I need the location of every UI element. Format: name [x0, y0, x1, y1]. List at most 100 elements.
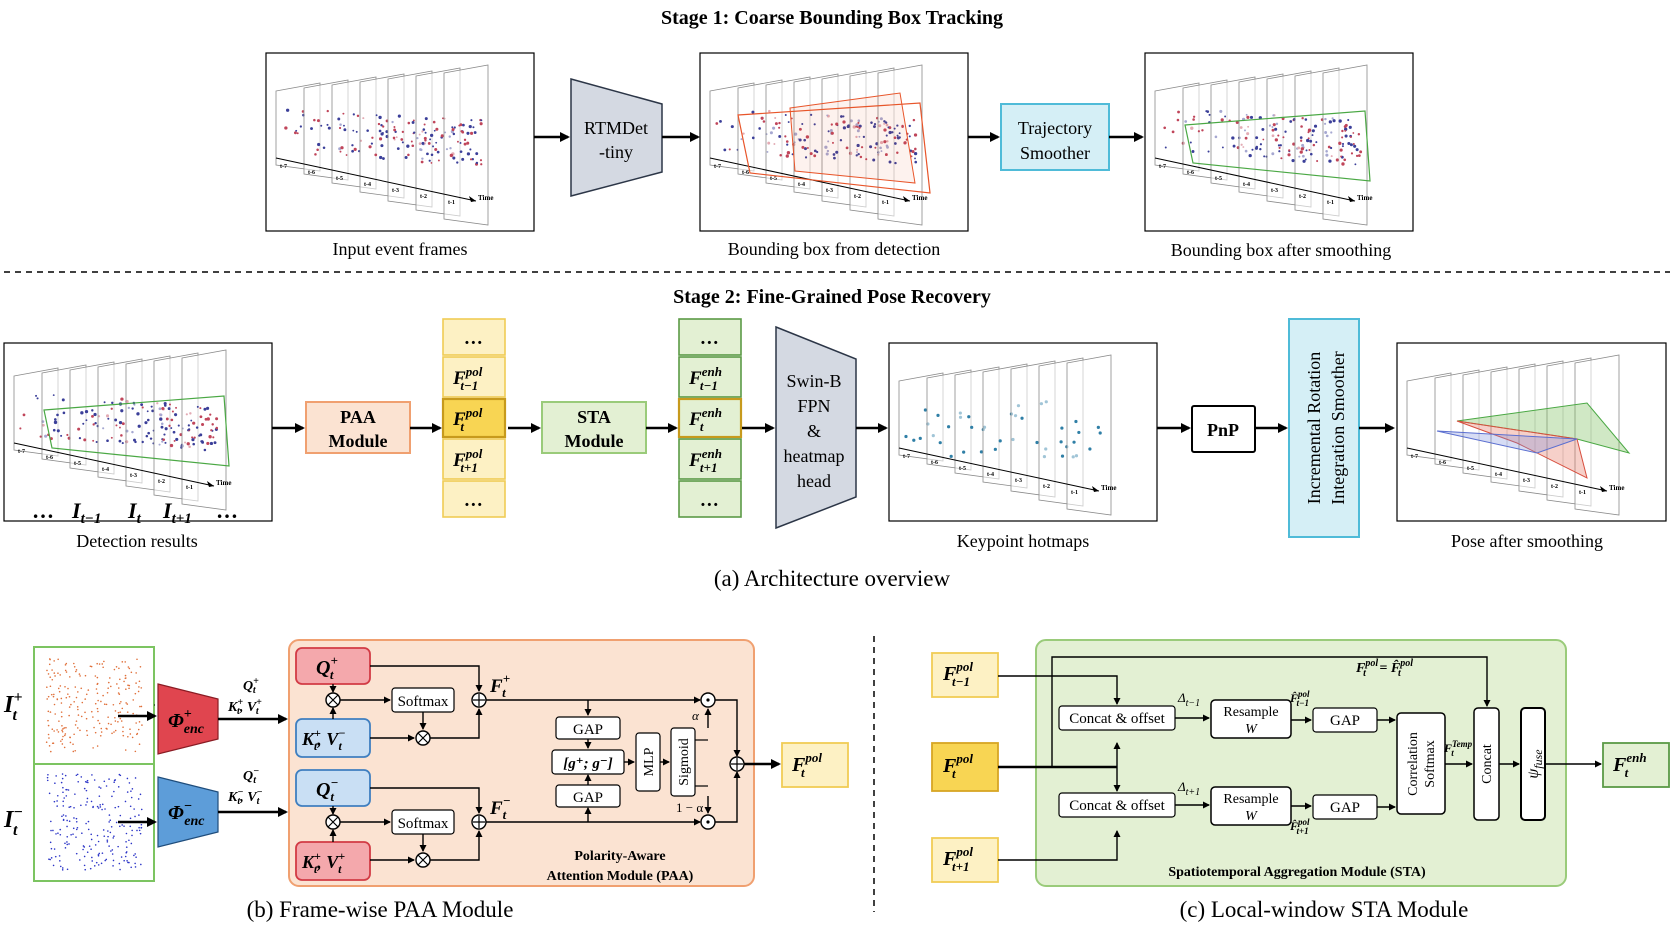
time-tick-label: t-3	[392, 188, 399, 194]
event-dot	[873, 122, 877, 126]
event-point	[97, 719, 99, 722]
event-point	[107, 681, 110, 684]
event-point	[114, 729, 117, 732]
event-point	[48, 858, 50, 860]
event-point	[87, 689, 90, 691]
sigmoid-label: Sigmoid	[677, 738, 692, 785]
event-point	[98, 852, 101, 855]
frame-seq-i-next: It+1	[162, 498, 192, 527]
event-dot	[54, 418, 57, 421]
event-point	[120, 720, 123, 722]
event-point	[135, 672, 137, 674]
event-point	[84, 711, 86, 714]
event-dot	[1280, 157, 1283, 160]
event-point	[60, 781, 63, 784]
event-dot	[893, 127, 896, 130]
event-point	[72, 827, 75, 830]
event-point	[134, 866, 137, 868]
event-dot	[338, 126, 342, 130]
event-dot	[1349, 143, 1353, 147]
event-dot	[191, 438, 195, 442]
event-point	[98, 722, 101, 725]
event-point	[59, 740, 62, 742]
event-point	[127, 861, 129, 864]
event-dot	[1192, 118, 1195, 121]
event-dot	[94, 422, 97, 425]
event-dot	[208, 435, 212, 439]
event-dot	[785, 140, 789, 143]
keypoint-dot	[912, 438, 916, 442]
event-point	[134, 692, 137, 695]
event-dot	[883, 128, 887, 132]
stack-cell	[441, 397, 507, 439]
event-point	[94, 675, 97, 677]
event-point	[84, 868, 87, 871]
event-point	[59, 833, 62, 836]
event-dot	[479, 159, 483, 162]
event-dot	[883, 140, 887, 144]
event-point	[74, 793, 76, 795]
event-dot	[856, 126, 859, 129]
event-dot	[913, 133, 918, 137]
event-dot	[1350, 152, 1354, 155]
event-point	[134, 750, 137, 753]
event-dot	[462, 123, 465, 127]
event-point	[117, 786, 120, 788]
event-point	[69, 805, 72, 808]
event-dot	[433, 129, 436, 132]
stack-cell	[442, 438, 506, 480]
event-dot	[52, 394, 55, 397]
event-dot	[314, 153, 317, 156]
event-dot	[426, 152, 429, 156]
event-dot	[420, 160, 424, 164]
event-dot	[1164, 146, 1167, 149]
event-dot	[1307, 128, 1312, 132]
event-point	[137, 728, 140, 731]
event-dot	[1287, 153, 1291, 157]
event-dot	[480, 119, 483, 122]
event-point	[52, 864, 55, 867]
event-point	[61, 869, 64, 871]
event-dot	[914, 157, 916, 160]
event-dot	[459, 150, 463, 154]
event-point	[140, 808, 143, 811]
event-point	[119, 678, 121, 681]
event-point	[75, 817, 78, 820]
event-dot	[466, 152, 471, 156]
phi-enc-plus	[157, 683, 219, 755]
event-point	[47, 710, 50, 713]
time-axis-label: Time	[1609, 484, 1624, 492]
swin-backbone: Swin-B FPN & heatmap head	[775, 325, 857, 530]
event-point	[114, 710, 117, 712]
event-dot	[1263, 155, 1266, 158]
event-dot	[784, 135, 787, 138]
event-point	[118, 862, 121, 865]
keypoint-dot	[923, 408, 927, 412]
event-point	[49, 711, 52, 713]
event-dot	[382, 157, 385, 160]
event-point	[75, 828, 78, 831]
event-dot	[453, 126, 456, 129]
event-dot	[371, 136, 374, 139]
event-point	[84, 674, 87, 677]
event-point	[61, 773, 64, 775]
phi-enc-minus	[157, 776, 219, 848]
event-dot	[106, 439, 109, 443]
event-point	[114, 716, 116, 719]
event-dot	[1177, 110, 1180, 114]
event-dot	[452, 156, 456, 160]
event-point	[57, 731, 60, 733]
concat-offset-top-label: Concat & offset	[1069, 711, 1165, 727]
event-dot	[430, 153, 434, 157]
time-axis	[898, 447, 1100, 492]
stack-cell	[678, 318, 742, 356]
event-point	[110, 723, 112, 726]
event-dot	[461, 157, 465, 161]
event-point	[109, 819, 112, 822]
event-point	[86, 797, 89, 800]
event-dot	[1304, 118, 1308, 121]
backbone-label-5: head	[797, 471, 831, 491]
softmax-top-label: Softmax	[398, 694, 449, 710]
event-point	[59, 865, 62, 868]
